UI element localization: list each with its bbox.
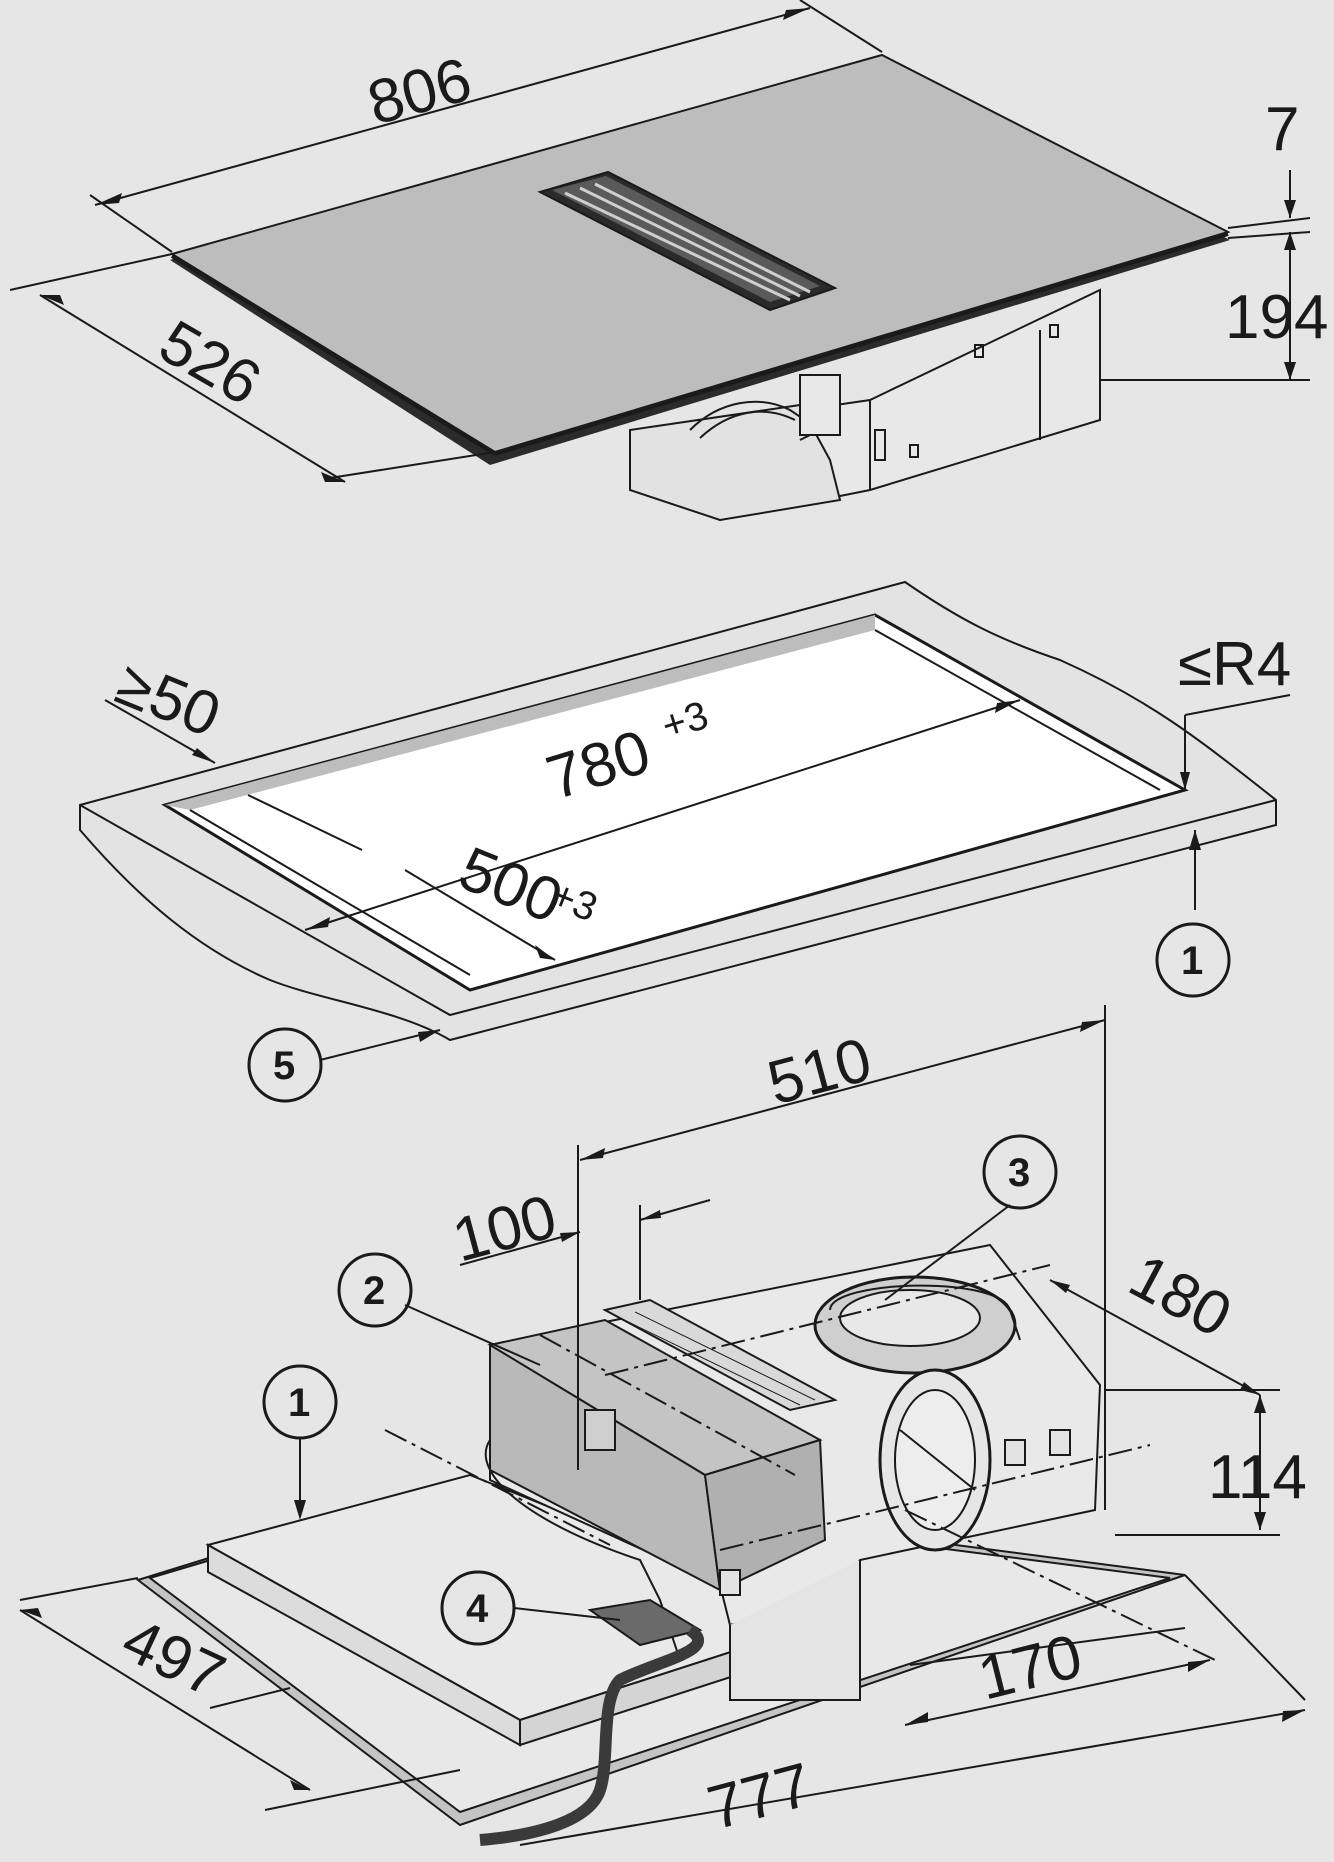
hob-unit (169, 53, 1231, 522)
fan-dimensions: 510 100 180 114 497 777 (19, 1005, 1307, 1846)
dim-fan-depth: 180 (1118, 1241, 1242, 1350)
dim-fan-height: 114 (1208, 1443, 1307, 1512)
callout-1-bottom: 1 (262, 1364, 338, 1520)
dim-fan-overall-width: 510 (761, 1025, 879, 1118)
cable-clip (587, 1598, 703, 1647)
callout-2: 2 (337, 1252, 541, 1366)
svg-text:5: 5 (273, 1044, 295, 1088)
fan-assembly (135, 1243, 1186, 1846)
callout-4: 4 (440, 1570, 621, 1646)
dim-fan-offset: 100 (446, 1182, 564, 1275)
svg-text:2: 2 (363, 1269, 385, 1313)
svg-text:3: 3 (1008, 1151, 1030, 1195)
svg-text:4: 4 (466, 1587, 489, 1631)
worktop-cutout: 780 +3 500 +3 ≥ 50 ≤R4 (79, 580, 1291, 1061)
fan-grille (602, 1298, 838, 1412)
svg-text:1: 1 (1181, 939, 1203, 983)
dim-hob-total-height: 194 (1225, 283, 1328, 352)
dim-hob-top-thickness: 7 (1265, 95, 1299, 164)
dim-hob-depth: 526 (148, 307, 272, 418)
callout-1-top: 1 (1155, 922, 1231, 998)
callout-5: 5 (247, 1027, 323, 1103)
dim-corner-radius: ≤R4 (1178, 630, 1291, 699)
power-cable (479, 1625, 704, 1846)
svg-text:1: 1 (288, 1381, 310, 1425)
dim-frame-length: 777 (701, 1750, 819, 1843)
dim-hob-length: 806 (361, 45, 479, 138)
callout-3: 3 (884, 1134, 1058, 1301)
